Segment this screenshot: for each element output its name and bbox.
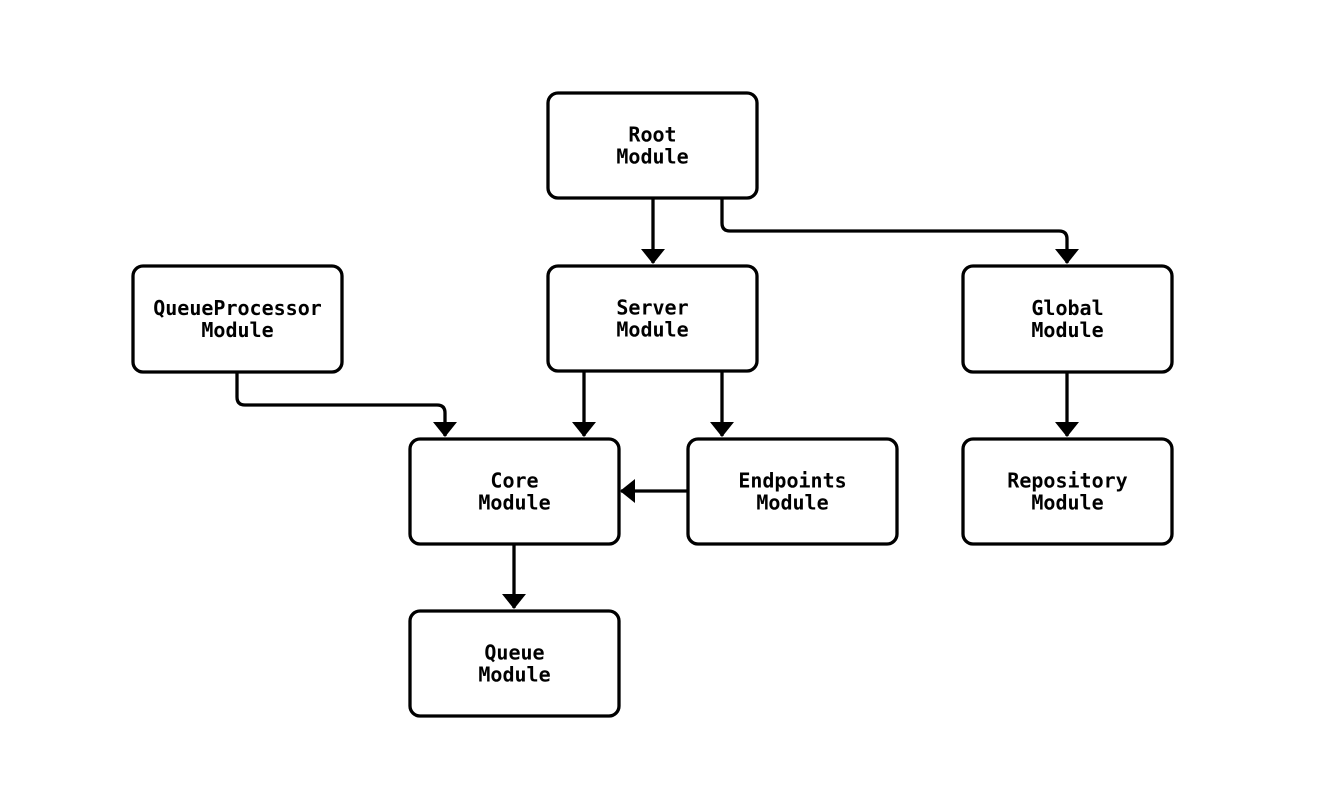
node-label-line2: Module	[201, 318, 273, 342]
node-label-line1: Endpoints	[738, 469, 846, 493]
node-label-line1: Core	[490, 469, 538, 493]
node-label-line2: Module	[478, 663, 550, 687]
node-box	[546, 264, 759, 373]
edges-layer	[235, 198, 1079, 609]
node-label-line2: Module	[478, 491, 550, 515]
node-label-line2: Module	[1031, 318, 1103, 342]
node-label-line1: QueueProcessor	[153, 296, 322, 320]
node-label-line2: Module	[616, 145, 688, 169]
node-box	[961, 264, 1174, 374]
node-label-line2: Module	[616, 318, 688, 342]
node-label-line2: Module	[756, 491, 828, 515]
node-label-line1: Root	[628, 123, 676, 147]
edge-root-to-global	[720, 198, 1079, 264]
node-label-line2: Module	[1031, 491, 1103, 515]
node-box	[131, 264, 344, 374]
node-box	[408, 437, 621, 546]
node-label-line1: Server	[616, 296, 688, 320]
node-label-line1: Global	[1031, 296, 1103, 320]
node-box	[408, 609, 621, 718]
node-label-line1: Queue	[484, 641, 544, 665]
node-box	[961, 437, 1174, 546]
node-box	[686, 437, 899, 546]
edge-queueprocessor-to-core	[235, 372, 457, 437]
node-label-line1: Repository	[1007, 469, 1127, 493]
node-box	[546, 91, 759, 200]
